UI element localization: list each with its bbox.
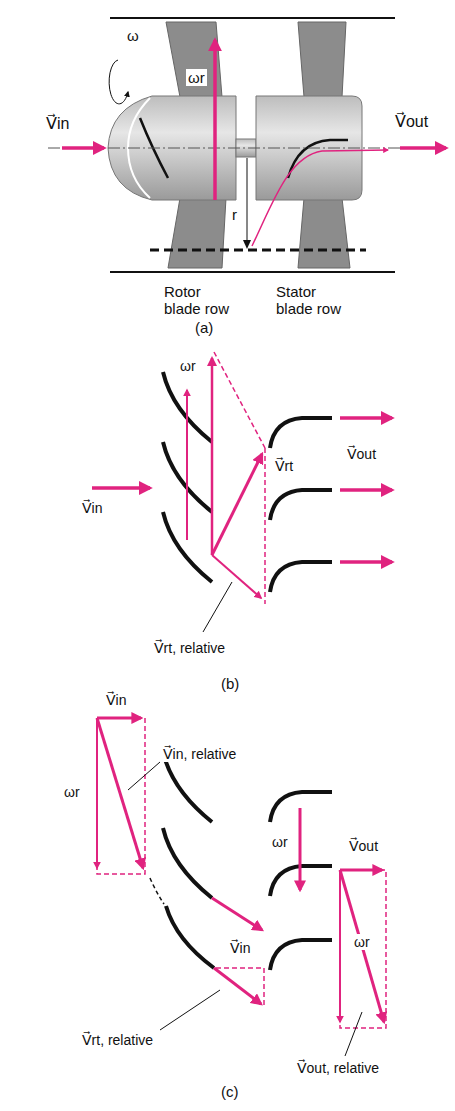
panel-b xyxy=(92,352,392,632)
panel-letter: (c) xyxy=(219,1083,241,1100)
vector-label: V⃗in xyxy=(80,500,104,516)
vector-label: V⃗rt xyxy=(273,458,295,474)
vector-label: V⃗in xyxy=(228,940,252,956)
panel-c xyxy=(97,718,386,1056)
velocity-label: ωr xyxy=(62,784,82,800)
panel-letter: (b) xyxy=(219,675,241,692)
velocity-label: ωr xyxy=(352,934,372,950)
panel-a xyxy=(48,18,446,272)
vector-label: V⃗in xyxy=(44,115,71,133)
vector-label: V⃗out xyxy=(393,113,430,131)
velocity-label: ωr xyxy=(270,834,290,850)
vector-label: V⃗out xyxy=(345,446,378,462)
velocity-label: ωr xyxy=(178,358,198,374)
vector-label: V⃗in, relative xyxy=(161,746,238,762)
velocity-label: ωr xyxy=(186,69,207,86)
radius-label: r xyxy=(230,206,239,223)
part-name: Stator blade row xyxy=(274,283,350,318)
vector-label: V⃗rt, relative xyxy=(152,640,227,656)
part-name: Rotor blade row xyxy=(162,283,238,318)
vector-label: V⃗out xyxy=(347,838,380,854)
vector-label: V⃗rt, relative xyxy=(80,1032,155,1048)
vector-label: V⃗in xyxy=(104,692,128,708)
panel-letter: (a) xyxy=(193,319,215,336)
vector-label: V⃗out, relative xyxy=(295,1060,381,1076)
rotation-symbol: ω xyxy=(125,27,141,44)
